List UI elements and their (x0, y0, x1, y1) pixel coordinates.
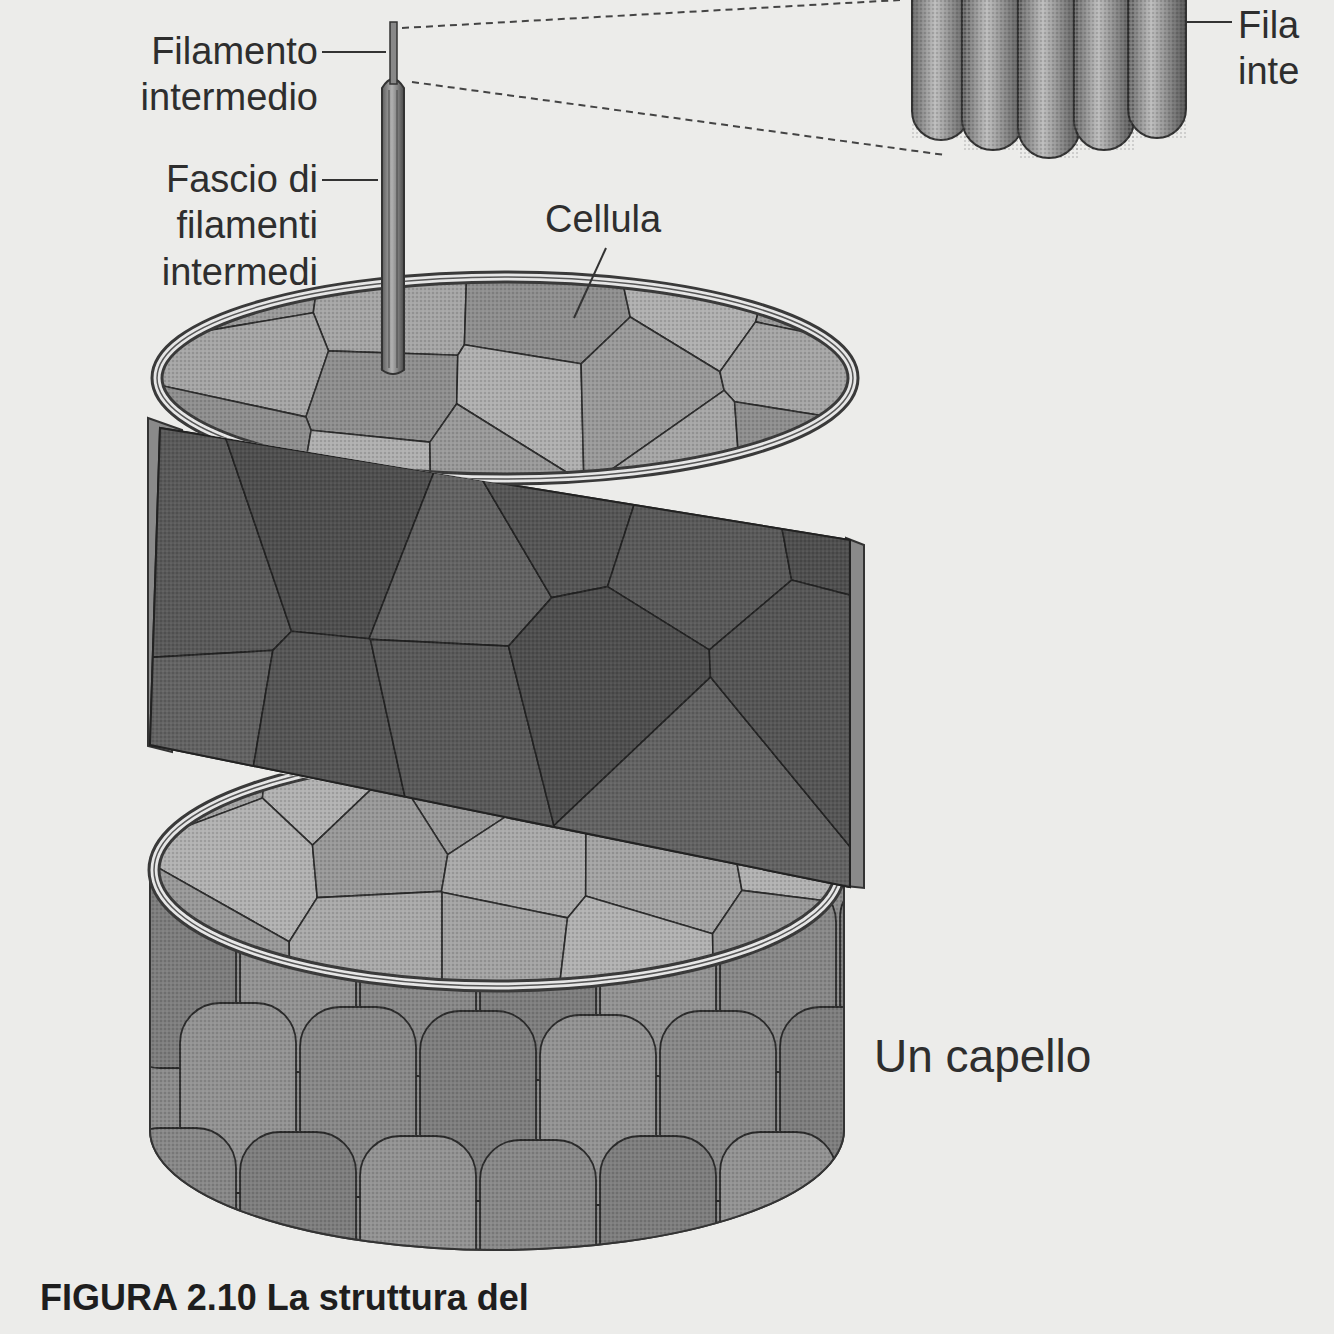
part-label: Un capello (874, 1028, 1174, 1084)
filament-texture (1128, 0, 1186, 138)
leader-lines (322, 22, 1232, 318)
upper-cross-section (140, 260, 870, 560)
cell (277, 488, 430, 560)
cell (430, 482, 588, 560)
cell (584, 487, 734, 560)
part-label: Fascio di filamenti intermedi (100, 156, 318, 295)
filament-texture (1074, 0, 1134, 150)
filament-texture (912, 0, 970, 140)
part-label: Cellula (545, 196, 705, 242)
part-label: Fila inte (1238, 2, 1328, 95)
longitudinal-section (140, 420, 870, 900)
filament-tube (1128, 0, 1186, 138)
filament-texture (1018, 0, 1080, 158)
part-label: Filamento intermedio (92, 28, 318, 121)
filament-bundle-rod (382, 22, 404, 374)
figure-caption: FIGURA 2.10 La struttura del (40, 1276, 940, 1320)
cell (732, 497, 870, 560)
cell (140, 479, 282, 560)
filament-bundle-enlarged (912, 0, 1186, 158)
filament-tube (1074, 0, 1134, 150)
filament-tube (1018, 0, 1080, 158)
filament-tube (912, 0, 970, 140)
zoom-dashes (402, 0, 945, 155)
filament-tube (962, 0, 1024, 150)
cuticle-scale (840, 1128, 956, 1318)
filament-texture (962, 0, 1024, 150)
